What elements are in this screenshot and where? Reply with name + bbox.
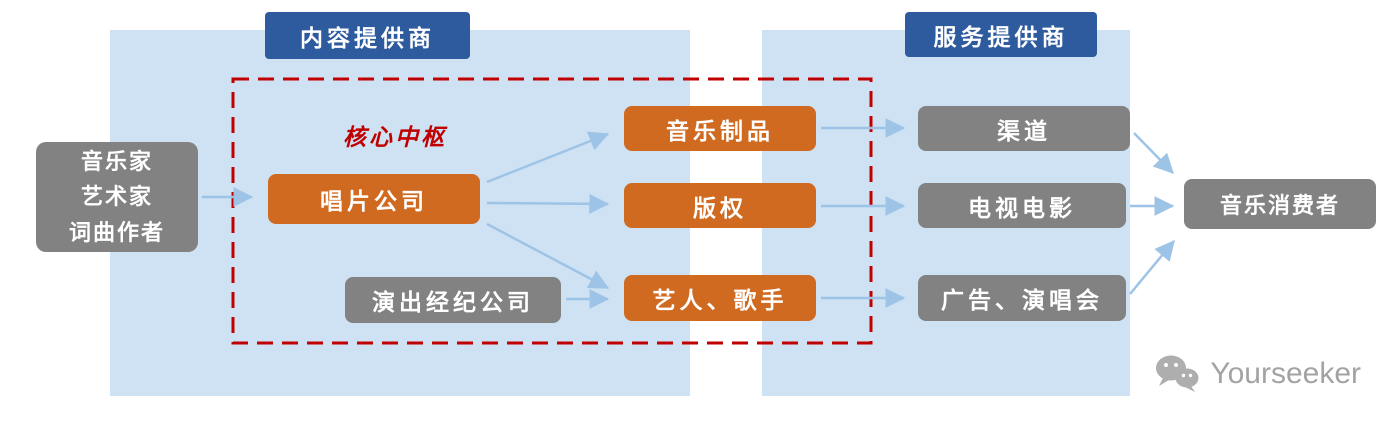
arrow-ads-to-consumers [1129, 240, 1175, 295]
node-music-consumers: 音乐消费者 [1184, 179, 1376, 229]
node-performance-agency: 演出经纪公司 [345, 277, 561, 323]
wechat-icon [1156, 355, 1199, 392]
node-artists-singers: 艺人、歌手 [624, 275, 816, 321]
node-creators: 音乐家 艺术家 词曲作者 [36, 142, 198, 252]
node-record-company: 唱片公司 [268, 174, 480, 224]
node-music-products: 音乐制品 [624, 106, 816, 151]
core-hub-label: 核心中枢 [343, 124, 447, 150]
node-channels: 渠道 [918, 106, 1130, 151]
node-copyright: 版权 [624, 183, 816, 228]
watermark: Yourseeker [1154, 353, 1361, 395]
watermark-brand: Yourseeker [1210, 357, 1361, 390]
content-provider-header: 内容提供商 [265, 12, 470, 59]
service-provider-header: 服务提供商 [905, 12, 1097, 57]
node-ads-concerts: 广告、演唱会 [918, 275, 1126, 321]
node-tv-movies: 电视电影 [918, 183, 1126, 228]
arrow-channels-to-consumers [1133, 132, 1174, 174]
